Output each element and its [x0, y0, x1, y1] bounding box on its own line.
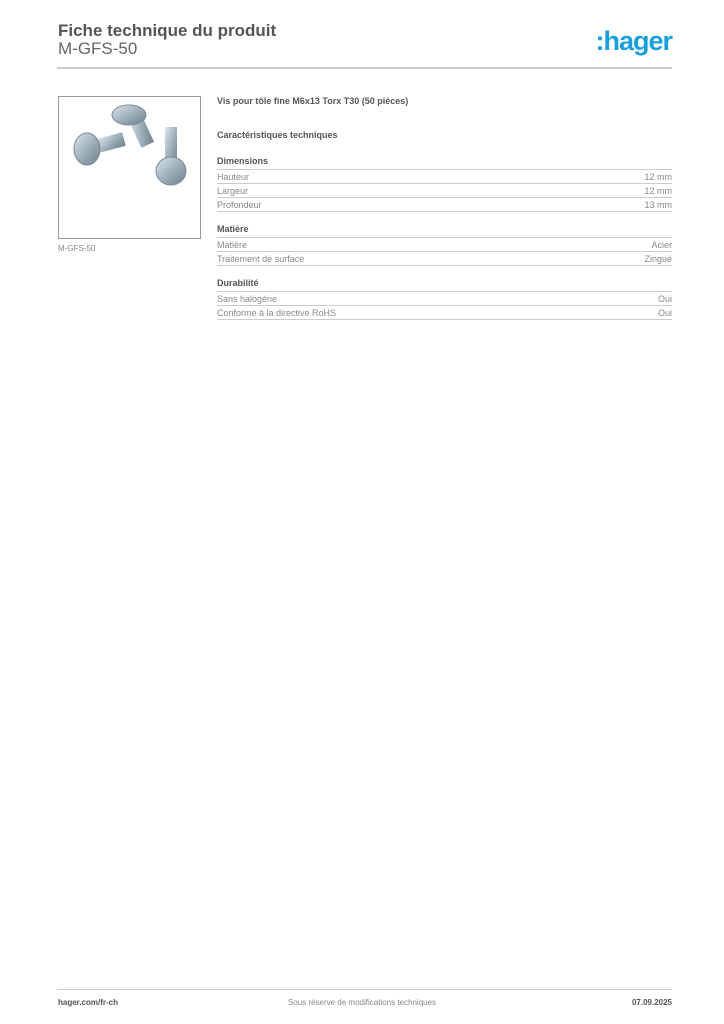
- section-heading: Durabilité: [217, 278, 672, 292]
- spec-panel: Vis pour tôle fine M6x13 Torx T30 (50 pi…: [217, 96, 672, 320]
- spec-value: Oui: [657, 308, 672, 318]
- screws-illustration: [73, 104, 187, 186]
- product-title: Vis pour tôle fine M6x13 Torx T30 (50 pi…: [217, 96, 409, 106]
- characteristics-heading: Caractéristiques techniques: [217, 130, 338, 140]
- spec-label: Traitement de surface: [217, 254, 305, 264]
- spec-value: Zingué: [644, 254, 672, 264]
- spec-label: Matière: [217, 240, 248, 250]
- spec-row: Largeur 12 mm: [217, 184, 672, 198]
- spec-label: Conforme à la directive RoHS: [217, 308, 337, 318]
- section-heading: Matière: [217, 224, 672, 238]
- spec-row: Matière Acier: [217, 238, 672, 252]
- footer-website[interactable]: hager.com/fr-ch: [58, 998, 119, 1007]
- footer-date: 07.09.2025: [631, 998, 672, 1007]
- product-reference: M-GFS-50: [58, 39, 138, 58]
- page-title: Fiche technique du produit: [58, 21, 277, 40]
- spec-label: Profondeur: [217, 200, 262, 210]
- hager-logo: :hager: [595, 26, 673, 56]
- spec-row: Conforme à la directive RoHS Oui: [217, 306, 672, 320]
- footer-note: Sous réserve de modifications techniques: [287, 998, 437, 1007]
- spec-label: Sans halogène: [217, 294, 278, 304]
- footer-divider: [57, 989, 672, 990]
- spec-label: Largeur: [217, 186, 249, 196]
- spec-row: Profondeur 13 mm: [217, 198, 672, 212]
- spec-value: Oui: [657, 294, 672, 304]
- spec-value: 12 mm: [644, 172, 672, 182]
- spec-value: Acier: [651, 240, 672, 250]
- spec-value: 13 mm: [644, 200, 672, 210]
- spec-value: 12 mm: [644, 186, 672, 196]
- image-caption: M-GFS-50: [58, 244, 96, 253]
- section-heading: Dimensions: [217, 156, 672, 170]
- spec-row: Traitement de surface Zingué: [217, 252, 672, 266]
- product-image: [58, 96, 201, 239]
- header-divider: [57, 67, 672, 69]
- spec-row: Hauteur 12 mm: [217, 170, 672, 184]
- spec-label: Hauteur: [217, 172, 250, 182]
- spec-row: Sans halogène Oui: [217, 292, 672, 306]
